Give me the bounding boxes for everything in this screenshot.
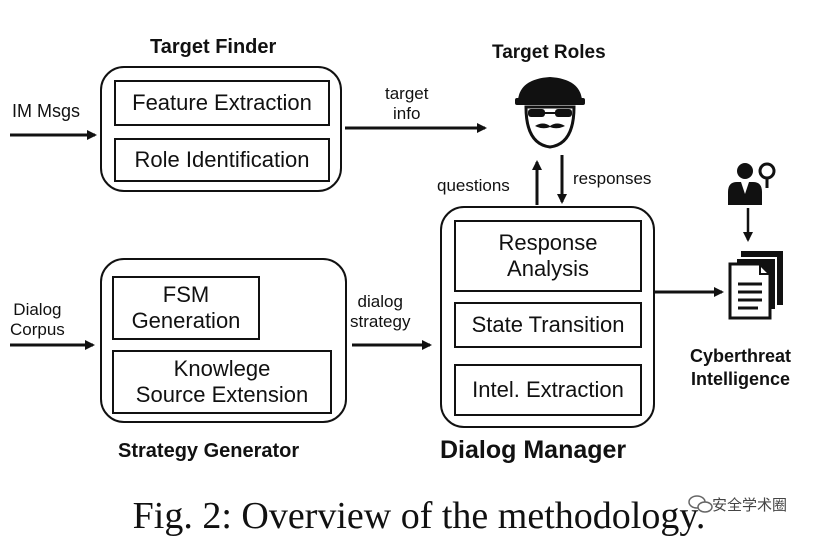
watermark-text: 安全学术圈 bbox=[712, 497, 788, 514]
watermark-icon bbox=[688, 495, 713, 513]
cti-title: Cyberthreat Intelligence bbox=[690, 346, 792, 389]
feature-extraction-box: Feature Extraction bbox=[114, 80, 330, 126]
label-dialog-corpus: Dialog Corpus bbox=[10, 300, 65, 339]
target-roles-title: Target Roles bbox=[492, 42, 606, 63]
target-finder-title: Target Finder bbox=[150, 36, 277, 58]
fsm-generation-box: FSM Generation bbox=[112, 276, 260, 340]
label-target-info: target info bbox=[385, 84, 429, 123]
state-transition-box: State Transition bbox=[454, 302, 642, 348]
strategy-generator-group: FSM Generation Knowlege Source Extension bbox=[100, 258, 347, 423]
response-analysis-box: Response Analysis bbox=[454, 220, 642, 292]
strategy-generator-title: Strategy Generator bbox=[118, 440, 300, 462]
role-identification-box: Role Identification bbox=[114, 138, 330, 182]
figure-caption: Fig. 2: Overview of the methodology. bbox=[132, 495, 706, 537]
hacker-icon bbox=[515, 77, 585, 149]
dialog-manager-group: Response Analysis State Transition Intel… bbox=[440, 206, 655, 428]
analyst-icon-cti bbox=[728, 162, 776, 205]
target-finder-group: Feature Extraction Role Identification bbox=[100, 66, 342, 192]
label-questions: questions bbox=[437, 176, 510, 195]
label-im-msgs: IM Msgs bbox=[12, 101, 81, 121]
intel-extraction-box: Intel. Extraction bbox=[454, 364, 642, 416]
label-dialog-strategy: dialog strategy bbox=[350, 292, 411, 331]
document-stack-icon bbox=[728, 251, 783, 320]
knowledge-source-extension-box: Knowlege Source Extension bbox=[112, 350, 332, 414]
label-responses: responses bbox=[573, 169, 652, 188]
dialog-manager-title: Dialog Manager bbox=[440, 436, 627, 464]
